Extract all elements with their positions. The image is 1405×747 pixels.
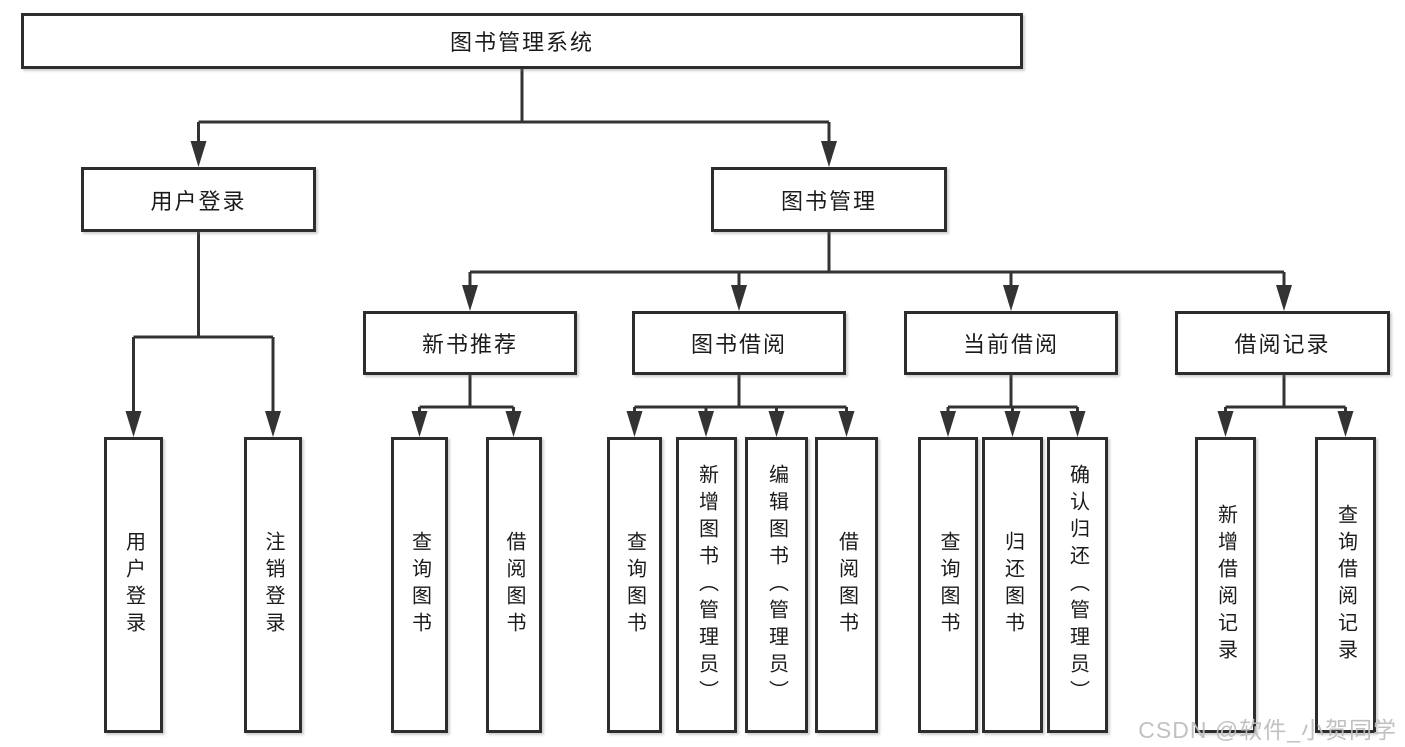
leaf-add-book-admin-label: 新增图书（管理员） bbox=[695, 463, 718, 707]
leaf-user-login: 用户登录 bbox=[104, 437, 163, 733]
node-borrow-records-label: 借阅记录 bbox=[1234, 332, 1331, 357]
leaf-edit-book-admin-label: 编辑图书（管理员） bbox=[765, 463, 788, 707]
node-root-label: 图书管理系统 bbox=[449, 30, 594, 55]
leaf-query-books-3-label: 查询图书 bbox=[937, 531, 959, 639]
leaf-query-books-1: 查询图书 bbox=[391, 437, 448, 733]
node-book-borrow: 图书借阅 bbox=[632, 311, 846, 375]
leaf-query-borrow-record-label: 查询借阅记录 bbox=[1334, 504, 1357, 666]
node-user-login-label: 用户登录 bbox=[150, 188, 247, 214]
leaf-logout-label: 注销登录 bbox=[262, 531, 284, 639]
node-book-borrow-label: 图书借阅 bbox=[690, 332, 787, 357]
leaf-confirm-return-admin-label: 确认归还（管理员） bbox=[1066, 463, 1089, 707]
leaf-query-books-1-label: 查询图书 bbox=[408, 531, 431, 639]
leaf-add-book-admin: 新增图书（管理员） bbox=[676, 437, 737, 733]
leaf-return-book: 归还图书 bbox=[982, 437, 1043, 733]
node-new-book-recommend-label: 新书推荐 bbox=[421, 332, 518, 357]
leaf-borrow-books-1: 借阅图书 bbox=[486, 437, 542, 733]
leaf-query-borrow-record: 查询借阅记录 bbox=[1315, 437, 1376, 733]
node-book-management-label: 图书管理 bbox=[780, 188, 877, 214]
leaf-borrow-books-2: 借阅图书 bbox=[815, 437, 878, 733]
leaf-confirm-return-admin: 确认归还（管理员） bbox=[1047, 437, 1108, 733]
leaf-borrow-books-2-label: 借阅图书 bbox=[835, 531, 858, 639]
node-new-book-recommend: 新书推荐 bbox=[363, 311, 577, 375]
leaf-borrow-books-1-label: 借阅图书 bbox=[503, 531, 525, 639]
node-current-borrow-label: 当前借阅 bbox=[962, 332, 1059, 357]
node-user-login: 用户登录 bbox=[81, 167, 316, 232]
leaf-add-borrow-record-label: 新增借阅记录 bbox=[1214, 504, 1237, 666]
leaf-user-login-label: 用户登录 bbox=[122, 531, 145, 639]
node-root: 图书管理系统 bbox=[21, 13, 1023, 69]
node-book-management: 图书管理 bbox=[711, 167, 947, 232]
node-current-borrow: 当前借阅 bbox=[904, 311, 1118, 375]
leaf-return-book-label: 归还图书 bbox=[1001, 531, 1024, 639]
leaf-logout: 注销登录 bbox=[244, 437, 302, 733]
node-borrow-records: 借阅记录 bbox=[1175, 311, 1390, 375]
leaf-query-books-2-label: 查询图书 bbox=[623, 531, 646, 639]
leaf-edit-book-admin: 编辑图书（管理员） bbox=[745, 437, 808, 733]
leaf-add-borrow-record: 新增借阅记录 bbox=[1195, 437, 1256, 733]
csdn-watermark: CSDN @软件_小贺同学 bbox=[1138, 717, 1397, 743]
leaf-query-books-2: 查询图书 bbox=[607, 437, 662, 733]
leaf-query-books-3: 查询图书 bbox=[918, 437, 978, 733]
